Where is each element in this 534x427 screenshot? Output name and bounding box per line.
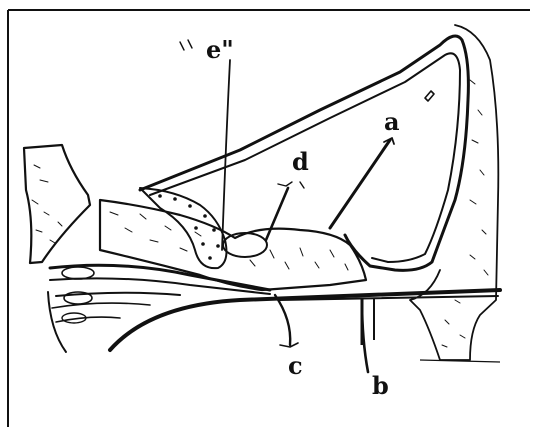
dome-small-mark <box>425 91 434 101</box>
band-oval-1 <box>62 267 94 279</box>
pointer-b <box>362 300 368 372</box>
label-d: d <box>292 147 309 176</box>
label-c: c <box>288 351 303 380</box>
right-tissue <box>410 25 498 360</box>
central-knob <box>223 233 267 257</box>
pointer-e-tick <box>180 40 192 50</box>
label-b: b <box>372 371 389 400</box>
left-tissue-block <box>24 145 90 263</box>
label-e: e" <box>206 35 234 64</box>
pointer-a <box>330 140 390 228</box>
dotted-pad-dots <box>158 194 220 260</box>
central-mass <box>100 200 366 290</box>
band-4 <box>52 303 150 308</box>
dotted-pad <box>140 188 226 268</box>
pointer-d <box>266 188 288 240</box>
left-tissue-hatch <box>32 165 62 243</box>
band-3 <box>56 293 180 296</box>
label-a: a <box>384 107 400 136</box>
pointer-c <box>275 295 290 345</box>
pointer-d-tip <box>278 182 304 188</box>
